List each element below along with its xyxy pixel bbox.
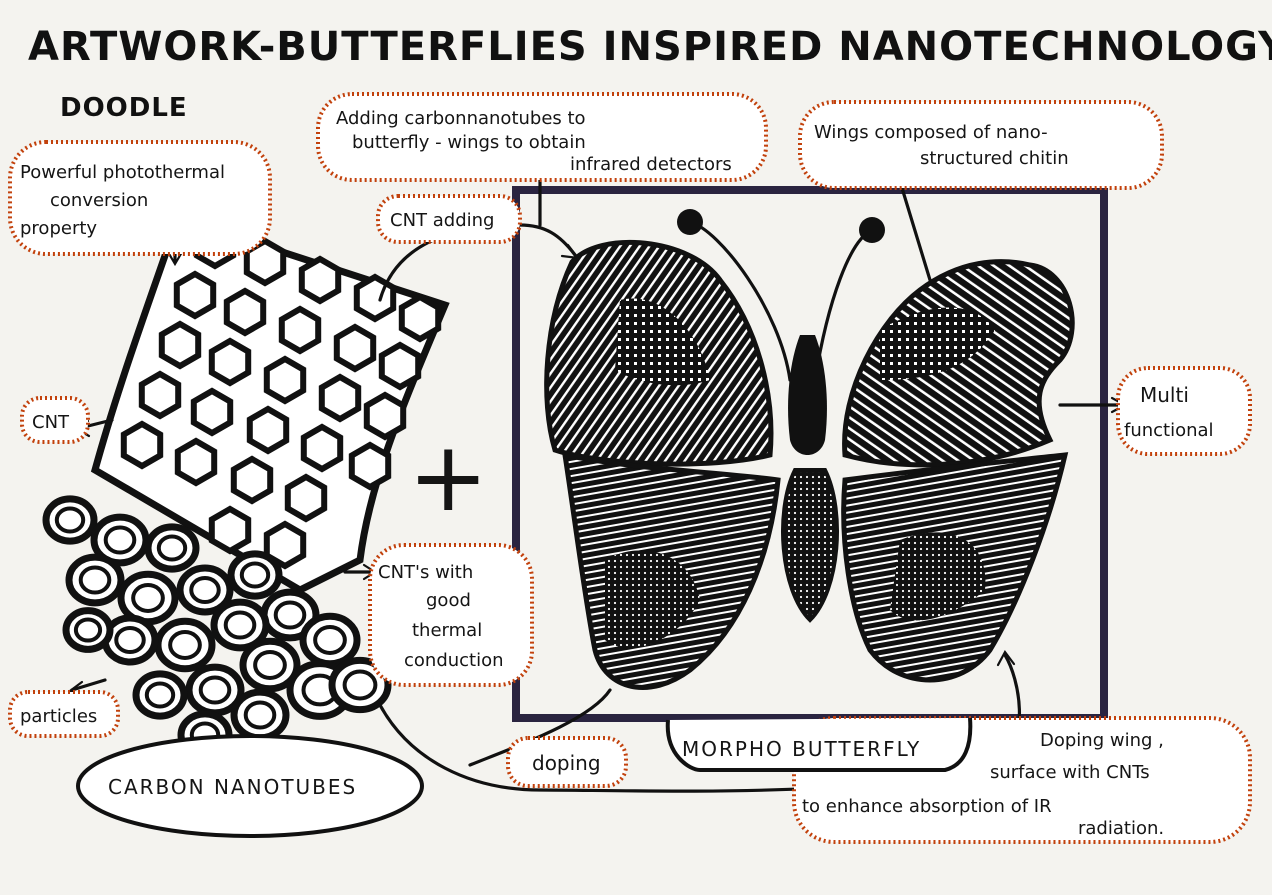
svg-text:conversion: conversion [50, 190, 148, 211]
nanotube-ring-core [81, 568, 110, 593]
svg-text:MORPHO BUTTERFLY: MORPHO BUTTERFLY [682, 737, 921, 761]
hexagon-cell [212, 341, 248, 383]
label-carbon-nanotubes: CARBON NANOTUBES [78, 736, 422, 836]
nanotube-ring-core [226, 613, 255, 638]
callout-doping: doping [508, 738, 626, 786]
nanotube-ring-core [159, 536, 185, 559]
svg-text:good: good [426, 590, 471, 611]
callout-multifunctional: Multi functional [1118, 368, 1250, 454]
hexagon-cell [352, 445, 388, 487]
svg-text:Doping wing ,: Doping wing , [1040, 730, 1164, 751]
butterfly-abdomen [783, 470, 837, 620]
hexagon-cell [177, 274, 213, 316]
svg-text:Multi: Multi [1140, 383, 1189, 407]
hexagon-cell [194, 391, 230, 433]
svg-text:doping: doping [532, 751, 601, 775]
svg-text:surface with CNTs: surface with CNTs [990, 762, 1150, 783]
hexagon-cell [337, 327, 373, 369]
antenna-tip-left [677, 209, 703, 235]
nanotube-ring-core [246, 703, 275, 728]
svg-text:CARBON NANOTUBES: CARBON NANOTUBES [108, 775, 357, 799]
hexagon-cell [302, 259, 338, 301]
svg-text:CNT's with: CNT's with [378, 562, 473, 583]
hexagon-cell [234, 459, 270, 501]
nanotube-ring-core [170, 632, 200, 658]
nanotube-ring-core [242, 563, 268, 586]
nanotube-ring-core [116, 628, 144, 652]
svg-text:functional: functional [1124, 420, 1214, 441]
nanotube-ring-core [315, 627, 345, 653]
nanotube-ring-core [345, 672, 376, 699]
callout-thermal-conduction: CNT's with good thermal conduction [370, 545, 532, 685]
artwork-subtitle: DOODLE [60, 93, 188, 123]
hexagon-cell [382, 345, 418, 387]
morpho-butterfly-drawing [547, 209, 1073, 687]
artwork-title: ARTWORK-BUTTERFLIES INSPIRED NANOTECHNOL… [28, 24, 1272, 70]
svg-text:to enhance absorption of IR: to enhance absorption of IR [802, 796, 1052, 817]
hexagon-cell [267, 359, 303, 401]
hexagon-cell [367, 395, 403, 437]
hexagon-cell [322, 377, 358, 419]
svg-text:thermal: thermal [412, 620, 482, 641]
nanotube-ring-core [133, 585, 163, 611]
hexagon-cell [227, 291, 263, 333]
svg-text:Adding carbonnanotubes to: Adding carbonnanotubes to [336, 108, 586, 129]
antenna-tip-right [859, 217, 885, 243]
nanotube-ring-core [191, 578, 219, 602]
svg-text:particles: particles [20, 706, 97, 727]
svg-text:structured chitin: structured chitin [920, 148, 1069, 169]
nanotube-ring-core [276, 603, 305, 628]
svg-text:Powerful photothermal: Powerful photothermal [20, 162, 225, 183]
svg-text:Wings composed of nano-: Wings composed of nano- [814, 122, 1048, 143]
svg-text:infrared detectors: infrared detectors [570, 154, 732, 175]
plus-sign: + [408, 421, 488, 533]
hexagon-cell [162, 324, 198, 366]
callout-infrared-detectors: Adding carbonnanotubes to butterfly - wi… [318, 94, 766, 180]
svg-text:CNT: CNT [32, 412, 70, 433]
svg-text:conduction: conduction [404, 650, 504, 671]
hexagon-cell [250, 409, 286, 451]
callout-cnt-adding: CNT adding [378, 196, 520, 242]
label-morpho-butterfly: MORPHO BUTTERFLY [668, 718, 971, 770]
hexagon-cell [288, 477, 324, 519]
callout-particles: particles [10, 692, 118, 736]
hexagon-cell [304, 427, 340, 469]
nanotube-ring-core [106, 528, 135, 553]
hexagon-cell [282, 309, 318, 351]
hexagon-cell [142, 374, 178, 416]
callout-cnt: CNT [22, 398, 88, 442]
svg-text:property: property [20, 218, 97, 239]
nanotube-ring-core [147, 683, 173, 706]
nanotube-ring-core [57, 508, 83, 531]
hexagon-cell [212, 509, 248, 551]
hexagon-cell [124, 424, 160, 466]
svg-text:butterfly - wings to obtain: butterfly - wings to obtain [352, 132, 586, 153]
nanotube-ring-core [76, 619, 100, 640]
hexagon-cell [402, 297, 438, 339]
nanotube-ring-core [201, 678, 230, 703]
svg-text:CNT adding: CNT adding [390, 210, 494, 231]
nanotube-ring-core [255, 652, 285, 678]
callout-nano-chitin: Wings composed of nano- structured chiti… [800, 102, 1162, 188]
hexagon-cell [178, 441, 214, 483]
callout-photothermal: Powerful photothermal conversion propert… [10, 142, 270, 254]
svg-text:radiation.: radiation. [1078, 818, 1164, 839]
